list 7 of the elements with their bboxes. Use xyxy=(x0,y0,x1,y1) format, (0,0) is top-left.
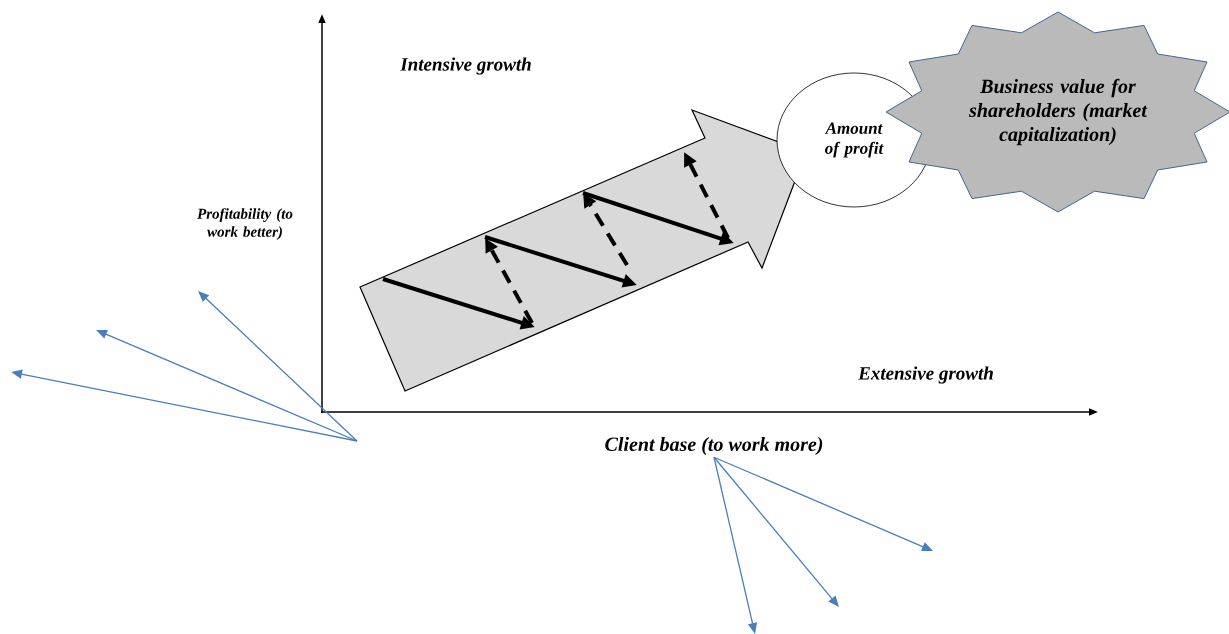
axis-label: Intensive growth xyxy=(400,57,531,75)
arrow xyxy=(713,456,839,607)
axis-label: Client base (to work more) xyxy=(605,436,823,456)
axis-label: Extensive growth xyxy=(858,366,993,384)
value-star: Business value for shareholders (market capitalization) xyxy=(885,11,1229,213)
axis-label: Profitability (to work better) xyxy=(197,208,293,240)
arrow xyxy=(713,456,933,551)
